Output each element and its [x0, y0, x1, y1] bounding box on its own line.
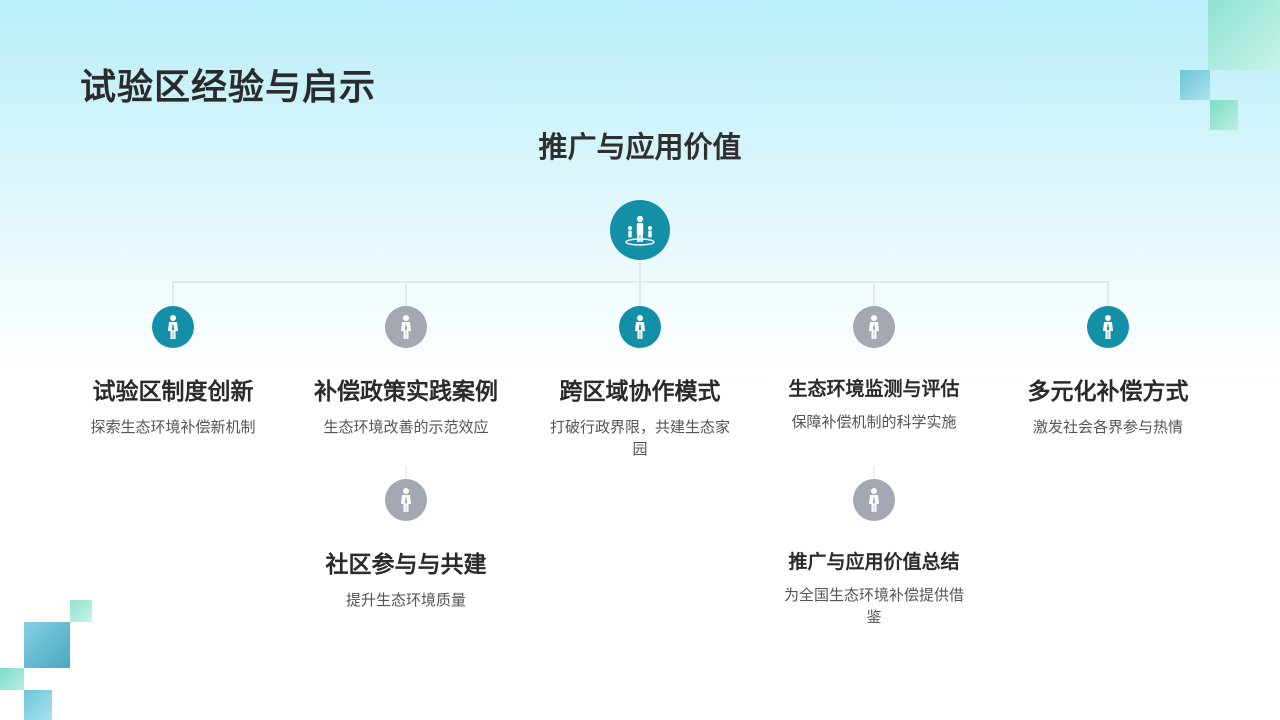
- node-label: 跨区域协作模式: [559, 379, 721, 405]
- node-2: 补偿政策实践案例 生态环境改善的示范效应: [296, 306, 516, 438]
- node-icon-circle: [152, 306, 194, 348]
- connector-line: [873, 281, 875, 307]
- decor-square: [24, 622, 70, 668]
- person-icon: [168, 315, 178, 339]
- node-icon-circle: [385, 306, 427, 348]
- node-7: 推广与应用价值总结 为全国生态环境补偿提供借鉴: [764, 479, 984, 628]
- connector-line: [639, 281, 641, 307]
- diagram-title: 推广与应用价值: [538, 130, 742, 164]
- people-group-icon: [625, 215, 655, 246]
- connector-line: [873, 466, 875, 480]
- connector-line: [405, 281, 407, 307]
- decor-square: [1210, 100, 1238, 130]
- node-description: 探索生态环境补偿新机制: [90, 418, 256, 436]
- node-label: 生态环境监测与评估: [788, 378, 960, 400]
- person-icon: [401, 315, 411, 339]
- node-description: 生态环境改善的示范效应: [323, 418, 489, 436]
- node-label: 补偿政策实践案例: [314, 379, 498, 405]
- connector-line: [639, 260, 641, 282]
- node-3: 跨区域协作模式 打破行政界限，共建生态家园: [530, 306, 750, 460]
- node-4: 生态环境监测与评估 保障补偿机制的科学实施: [764, 306, 984, 433]
- decor-square: [1180, 70, 1210, 100]
- node-label: 多元化补偿方式: [1027, 379, 1189, 405]
- person-icon: [635, 315, 645, 339]
- node-icon-circle: [385, 479, 427, 521]
- node-description: 打破行政界限，共建生态家园: [550, 418, 731, 458]
- connector-line: [405, 466, 407, 480]
- decor-square: [70, 600, 92, 622]
- node-icon-circle: [853, 306, 895, 348]
- person-icon: [401, 488, 411, 512]
- decor-square: [1208, 0, 1280, 70]
- root-node: [610, 200, 670, 260]
- person-icon: [869, 488, 879, 512]
- decor-square: [0, 668, 24, 690]
- connector-line: [1107, 281, 1109, 307]
- node-label: 试验区制度创新: [92, 379, 254, 405]
- node-description: 提升生态环境质量: [345, 591, 466, 609]
- node-5: 多元化补偿方式 激发社会各界参与热情: [998, 306, 1218, 438]
- person-icon: [869, 315, 879, 339]
- node-description: 为全国生态环境补偿提供借鉴: [784, 586, 965, 626]
- person-icon: [1103, 315, 1113, 339]
- node-1: 试验区制度创新 探索生态环境补偿新机制: [63, 306, 283, 438]
- node-6: 社区参与与共建 提升生态环境质量: [296, 479, 516, 611]
- node-icon-circle: [1087, 306, 1129, 348]
- connector-line: [172, 281, 174, 307]
- node-icon-circle: [619, 306, 661, 348]
- decor-square: [24, 690, 52, 720]
- page-title: 试验区经验与启示: [80, 67, 377, 108]
- node-label: 推广与应用价值总结: [788, 551, 960, 573]
- node-label: 社区参与与共建: [325, 552, 487, 578]
- node-icon-circle: [853, 479, 895, 521]
- node-description: 激发社会各界参与热情: [1032, 418, 1183, 436]
- node-description: 保障补偿机制的科学实施: [791, 413, 957, 431]
